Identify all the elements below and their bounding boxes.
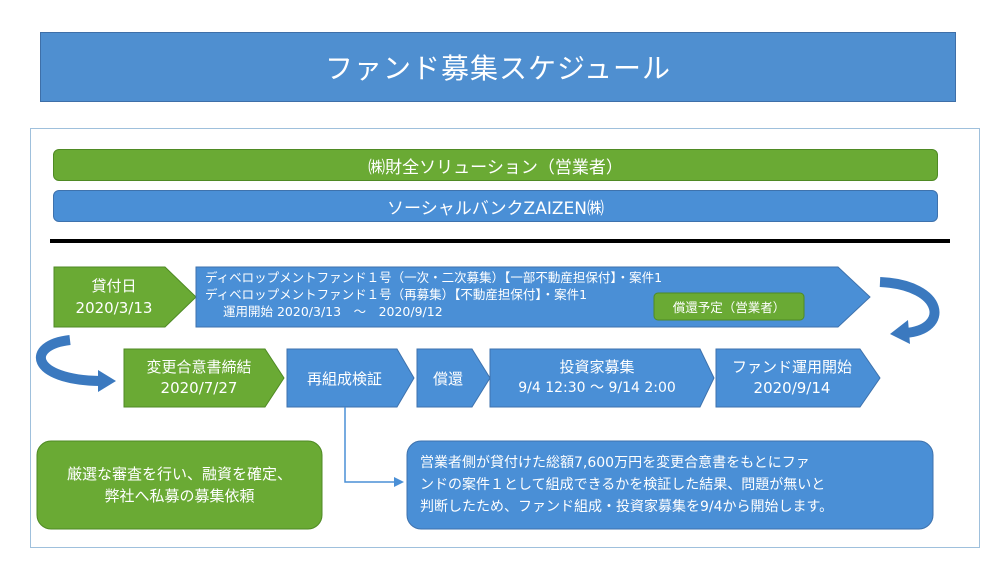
- loan-date-block: 貸付日 2020/3/13: [54, 269, 174, 325]
- divider: [50, 239, 950, 243]
- note-right: 営業者側が貸付けた総額7,600万円を変更合意書をもとにファ ンドの案件１として…: [420, 452, 928, 518]
- page-title: ファンド募集スケジュール: [40, 32, 956, 102]
- note-right-line3: 判断したため、ファンド組成・投資家募集を9/4から開始します。: [420, 499, 834, 515]
- step-recruit-label: 投資家募集: [559, 358, 635, 376]
- note-left-line1: 厳選な審査を行い、融資を確定、: [66, 465, 292, 483]
- left-curve-arrow: [36, 335, 101, 386]
- note-right-line2: ンドの案件１として組成できるかを検証した結果、問題が無いと: [420, 477, 826, 493]
- step-recruit-shape: [489, 348, 715, 408]
- step-start: ファンド運用開始 2020/9/14: [716, 351, 868, 405]
- step-redeem: 償還: [417, 351, 479, 405]
- fund-info-line1: ディベロップメントファンド１号（一次・二次募集）【一部不動産担保付】・案件1: [205, 270, 663, 285]
- step-verify: 再組成検証: [287, 351, 402, 405]
- connector-line: [344, 407, 404, 487]
- note-right-line1: 営業者側が貸付けた総額7,600万円を変更合意書をもとにファ: [420, 455, 810, 471]
- step-contract: 変更合意書締結 2020/7/27: [124, 351, 274, 405]
- fund-info-block: ディベロップメントファンド１号（一次・二次募集）【一部不動産担保付】・案件1 デ…: [205, 269, 845, 320]
- loan-date-arrow: [53, 266, 197, 328]
- note-left-shape: [36, 440, 323, 530]
- step-verify-label: 再組成検証: [306, 369, 382, 388]
- right-curve-arrow: [879, 277, 940, 338]
- note-left-line2: 弊社へ私募の募集依頼: [104, 487, 255, 505]
- step-contract-label: 変更合意書締結: [146, 358, 252, 376]
- step-start-date: 2020/9/14: [753, 379, 831, 397]
- fund-info-line2: ディベロップメントファンド１号（再募集）【不動産担保付】・案件1: [205, 287, 588, 302]
- operator-bar: ㈱財全ソリューション（営業者）: [53, 149, 938, 181]
- step-redeem-label: 償還: [432, 369, 463, 388]
- step-contract-shape: [123, 348, 285, 408]
- fund-info-line3: 運用開始 2020/3/13 ～ 2020/9/12: [223, 304, 443, 319]
- step-start-shape: [715, 348, 881, 408]
- step-start-label: ファンド運用開始: [731, 358, 852, 376]
- step-redeem-shape: [416, 348, 491, 408]
- repayment-badge: 償還予定（営業者）: [672, 300, 786, 315]
- loan-date-value: 2020/3/13: [75, 299, 153, 317]
- step-recruit-period: 9/4 12:30 ～ 9/14 2:00: [518, 380, 676, 396]
- repayment-badge-shape: [653, 292, 805, 321]
- platform-bar: ソーシャルバンクZAIZEN㈱: [53, 190, 938, 222]
- note-left: 厳選な審査を行い、融資を確定、 弊社へ私募の募集依頼: [37, 441, 322, 529]
- step-recruit: 投資家募集 9/4 12:30 ～ 9/14 2:00: [490, 351, 704, 405]
- step-verify-shape: [286, 348, 415, 408]
- loan-date-label: 貸付日: [91, 277, 137, 295]
- note-right-shape: [406, 440, 934, 530]
- step-contract-date: 2020/7/27: [160, 379, 238, 397]
